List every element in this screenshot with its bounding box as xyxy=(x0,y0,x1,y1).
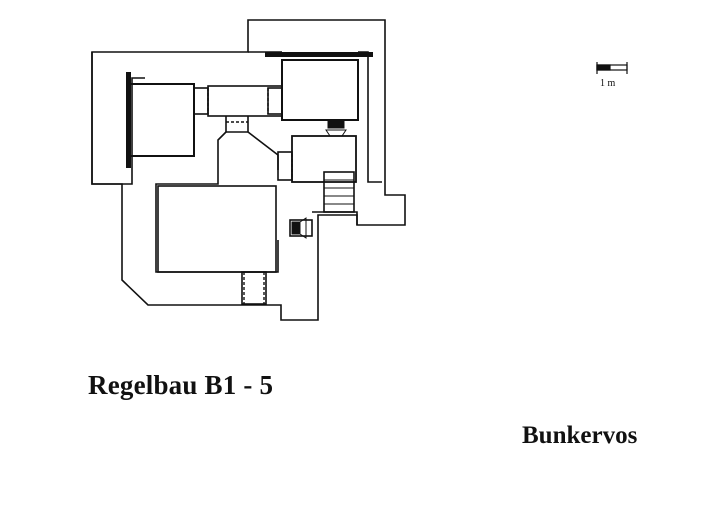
passage-left-door xyxy=(193,87,209,115)
passage-right-door xyxy=(267,87,283,115)
corridor-diagonal xyxy=(247,131,279,170)
embrasure-splay-top xyxy=(325,129,347,137)
top-right-tower-wall xyxy=(248,51,382,183)
main-room xyxy=(157,185,277,273)
outer-wall xyxy=(91,19,406,321)
left-wall-block xyxy=(91,52,145,185)
thick-wall-left xyxy=(126,72,131,168)
gun-port-frame xyxy=(289,219,313,237)
corridor-upper xyxy=(225,116,249,133)
gun-embrasure-side xyxy=(291,221,301,235)
plan-title: Regelbau B1 - 5 xyxy=(88,370,274,400)
scale-bar xyxy=(596,62,628,74)
corridor-left-diagonal xyxy=(155,131,279,273)
top-right-chamber xyxy=(281,59,359,121)
thick-wall-top xyxy=(265,52,373,57)
plan-author: Bunkervos xyxy=(522,422,638,449)
passage-connector xyxy=(207,85,283,117)
exit-passage xyxy=(241,271,267,305)
gun-embrasure-top xyxy=(327,119,345,129)
small-door-box xyxy=(277,151,293,181)
stair-block xyxy=(323,171,355,213)
embrasure-splay-side xyxy=(299,217,307,239)
scale-bar-label: 1 m xyxy=(600,78,616,89)
left-chamber xyxy=(127,83,195,157)
lower-protrusion xyxy=(312,211,358,225)
